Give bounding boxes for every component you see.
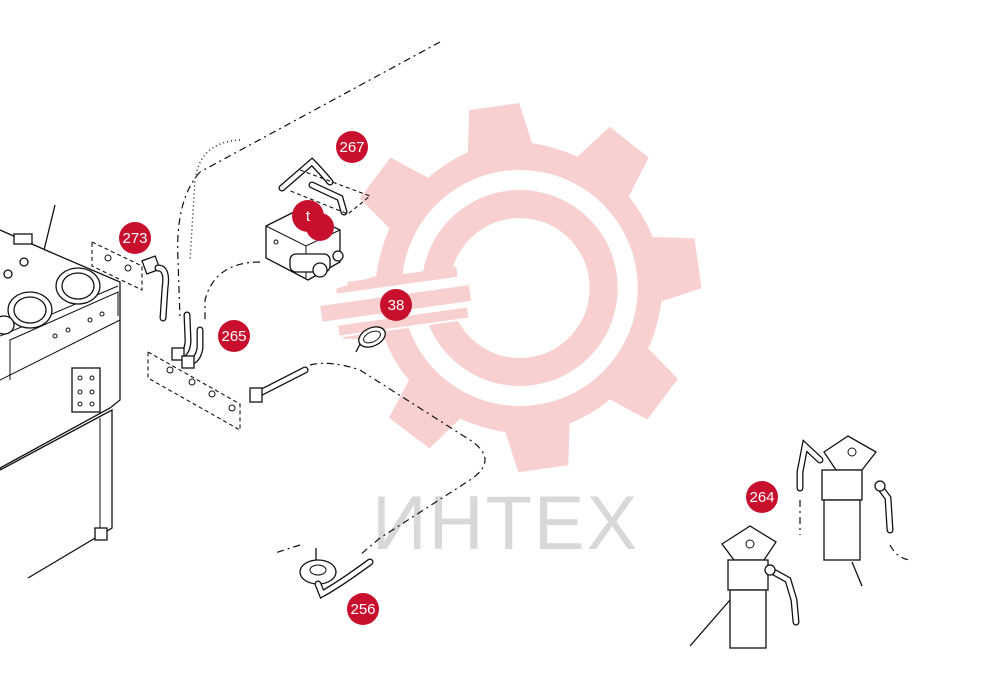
hydraulic-tank (0, 204, 121, 579)
hose-265 (171, 311, 204, 369)
callout-38[interactable]: 38 (380, 289, 412, 321)
fitting-256 (299, 548, 374, 599)
svg-text:t: t (306, 208, 311, 225)
callout-256[interactable]: 256 (347, 593, 379, 625)
svg-text:38: 38 (388, 297, 405, 314)
hose-long (249, 366, 309, 403)
svg-text:273: 273 (122, 230, 147, 247)
filter-left (689, 525, 800, 649)
callout-273[interactable]: 273 (119, 222, 151, 254)
clamp-38 (355, 326, 386, 353)
svg-text:265: 265 (221, 328, 246, 345)
callout-264[interactable]: 264 (746, 481, 778, 513)
svg-text:267: 267 (339, 139, 364, 156)
callout-t[interactable]: t (292, 200, 324, 232)
filter-right (796, 435, 913, 587)
watermark-text: ИНТЕХ (372, 481, 640, 566)
svg-text:264: 264 (749, 489, 774, 506)
fitting-267 (278, 157, 372, 216)
svg-text:256: 256 (350, 601, 375, 618)
fitting-273 (141, 255, 170, 322)
callout-265[interactable]: 265 (218, 320, 250, 352)
callout-267[interactable]: 267 (336, 131, 368, 163)
